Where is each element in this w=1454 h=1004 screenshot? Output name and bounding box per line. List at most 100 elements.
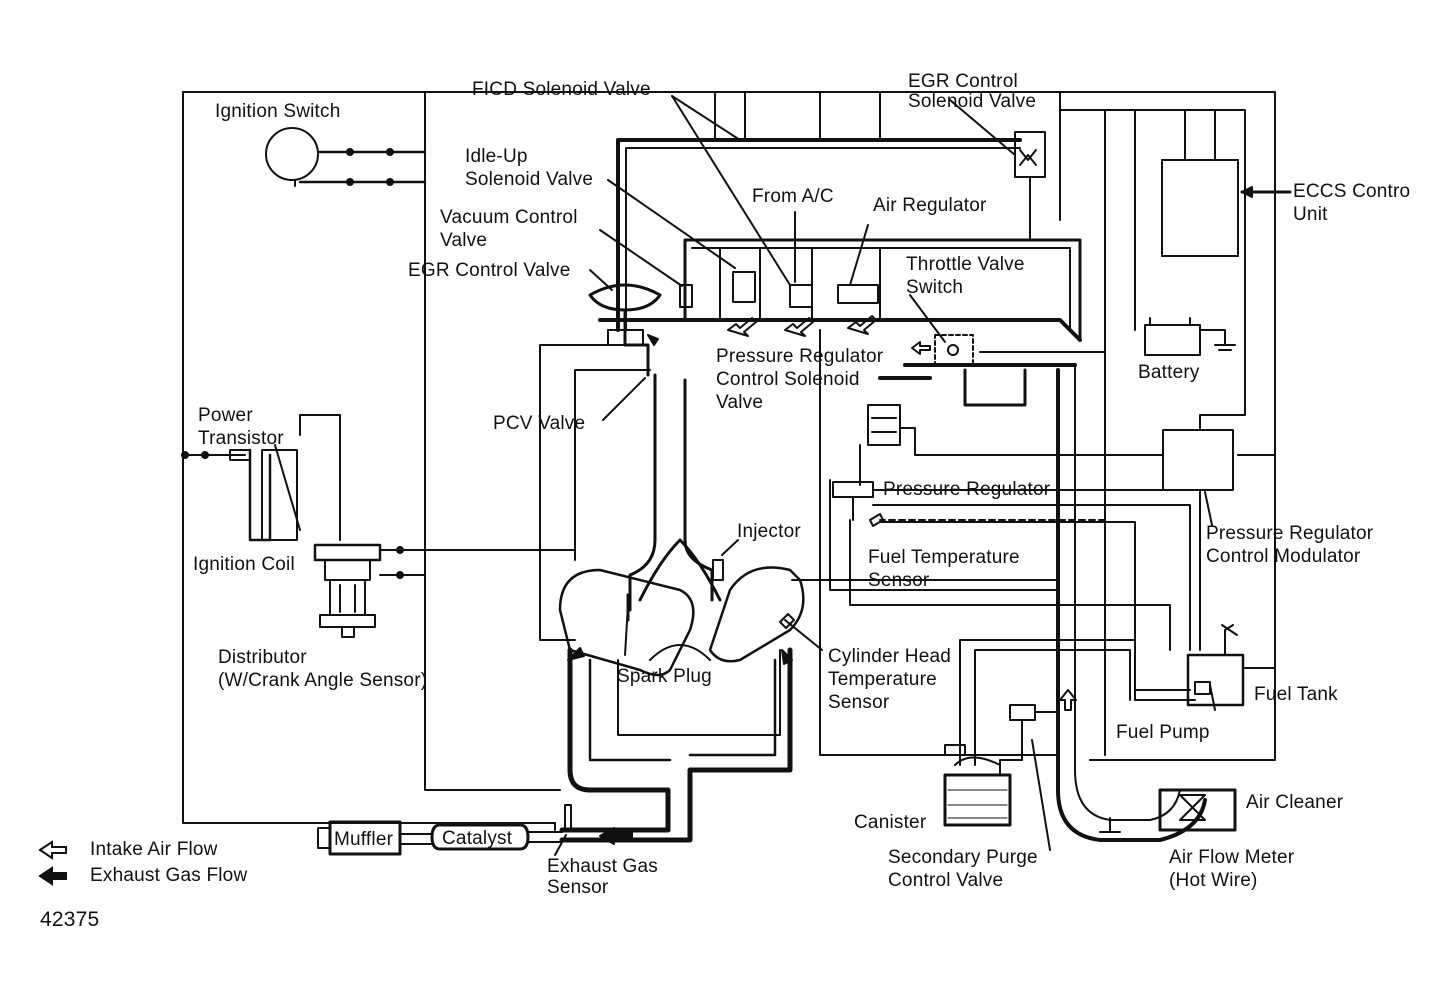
idle-up-solenoid: [732, 271, 756, 303]
fuel-tank-filler: [1221, 624, 1238, 656]
fuel-return-line-2: [872, 504, 1191, 651]
leader-cylinder-head: [784, 619, 823, 651]
label-ficd-solenoid-valve: FICD Solenoid Valve: [472, 79, 651, 100]
prcs-detail: [871, 417, 897, 433]
modulator-box: [1162, 429, 1234, 491]
ficd-solenoid: [789, 284, 813, 308]
prcs-to-modulator: [899, 427, 1106, 456]
air-flow-meter: [1099, 817, 1121, 833]
eccs-control-unit-box: [1161, 159, 1239, 257]
junction-dot: [396, 546, 404, 554]
engine-block-left-bank: [558, 568, 695, 677]
canister-vent: [944, 744, 966, 756]
secondary-purge-line: [999, 719, 1023, 776]
collector-div: [719, 247, 881, 321]
vacuum-control-valve: [679, 284, 693, 308]
blowby-hose: [539, 344, 611, 641]
intake-arrow: [911, 341, 931, 355]
label-ignition-coil: Ignition Coil: [193, 554, 295, 575]
leader-pcv: [602, 377, 646, 421]
leader-spark-plug: [624, 604, 629, 656]
modulator-to-label: [1204, 491, 1213, 526]
pcv-hose: [574, 369, 651, 561]
air-duct-right-2: [1074, 364, 1181, 821]
throttle-switch-box: [934, 334, 974, 366]
modulator-lower-line: [1089, 667, 1276, 761]
label-air-cleaner: Air Cleaner: [1246, 792, 1344, 813]
canister-purge-line: [959, 639, 1136, 766]
fuel-line-to-pump: [1134, 654, 1196, 701]
label-fuel-pump: Fuel Pump: [1116, 722, 1210, 743]
pressure-regulator-body: [832, 481, 874, 498]
exhaust-pipe-to-muffler: [399, 833, 433, 845]
intake-arrow: [727, 317, 757, 337]
legend-exhaust-gas-flow: Exhaust Gas Flow: [90, 865, 248, 886]
label-distributor: Distributor(W/Crank Angle Sensor): [218, 647, 428, 691]
leader-idle-up: [607, 179, 736, 269]
left-signal-line: [424, 91, 561, 791]
fuel-pump-leader: [1209, 684, 1216, 711]
egr-solenoid-arrow: [949, 99, 1016, 156]
junction-dot: [396, 571, 404, 579]
leader-injector: [721, 539, 739, 556]
fuel-return-line: [872, 489, 1201, 651]
legend-intake-arrow: [38, 840, 67, 860]
junction-dot: [346, 148, 354, 156]
exhaust-arrow-top: [647, 334, 659, 346]
eccs-arrow-head: [1241, 186, 1253, 198]
collector-inner: [691, 247, 1071, 331]
air-regulator-body: [837, 284, 879, 304]
fuel-tank-body: [1186, 653, 1245, 707]
coil-leader: [274, 444, 301, 531]
vacuum-line-right: [819, 329, 1059, 756]
intake-runner-left: [628, 373, 657, 612]
label-pcv-valve: PCV Valve: [493, 413, 586, 434]
leader-secondary-purge: [1031, 739, 1051, 851]
modulator-right-line: [1237, 454, 1276, 669]
catalyst-body: [430, 823, 530, 851]
canister-body: [943, 773, 1012, 827]
throttle-switch-dot: [947, 344, 959, 356]
injector-body: [712, 559, 724, 581]
distributor-cap: [313, 543, 382, 562]
exhaust-arrow-right: [781, 649, 793, 665]
junction-dot: [386, 178, 394, 186]
label-from-ac: From A/C: [752, 186, 834, 207]
label-air-regulator: Air Regulator: [873, 195, 987, 216]
leader-ficd-2: [671, 95, 741, 141]
junction-dot: [181, 451, 189, 459]
collector-bottom: [598, 318, 1082, 342]
vacuum-hose-inner: [625, 147, 1021, 331]
leader-ficd: [671, 95, 791, 286]
ignition-switch-body: [265, 127, 319, 181]
label-ignition-switch: Ignition Switch: [215, 101, 341, 122]
junction-dot: [386, 148, 394, 156]
air-duct-left: [1056, 368, 1207, 842]
muffler-end: [317, 827, 331, 849]
engine-block-lower: [617, 649, 781, 736]
battery-box: [1144, 324, 1201, 356]
ignition-coil-outer: [248, 448, 272, 542]
leader-air-regulator: [849, 224, 869, 286]
egr-control-valve-base: [607, 329, 644, 346]
secondary-purge-body: [1009, 704, 1036, 721]
distributor-base: [319, 614, 376, 638]
canister-purge-line-2: [974, 649, 1131, 766]
label-canister: Canister: [854, 812, 927, 833]
leader-egr-control-valve: [589, 269, 613, 291]
battery-ground: [1199, 329, 1236, 351]
label-injector: Injector: [737, 521, 801, 542]
junction-dot: [346, 178, 354, 186]
exhaust-right-outer: [559, 647, 793, 843]
